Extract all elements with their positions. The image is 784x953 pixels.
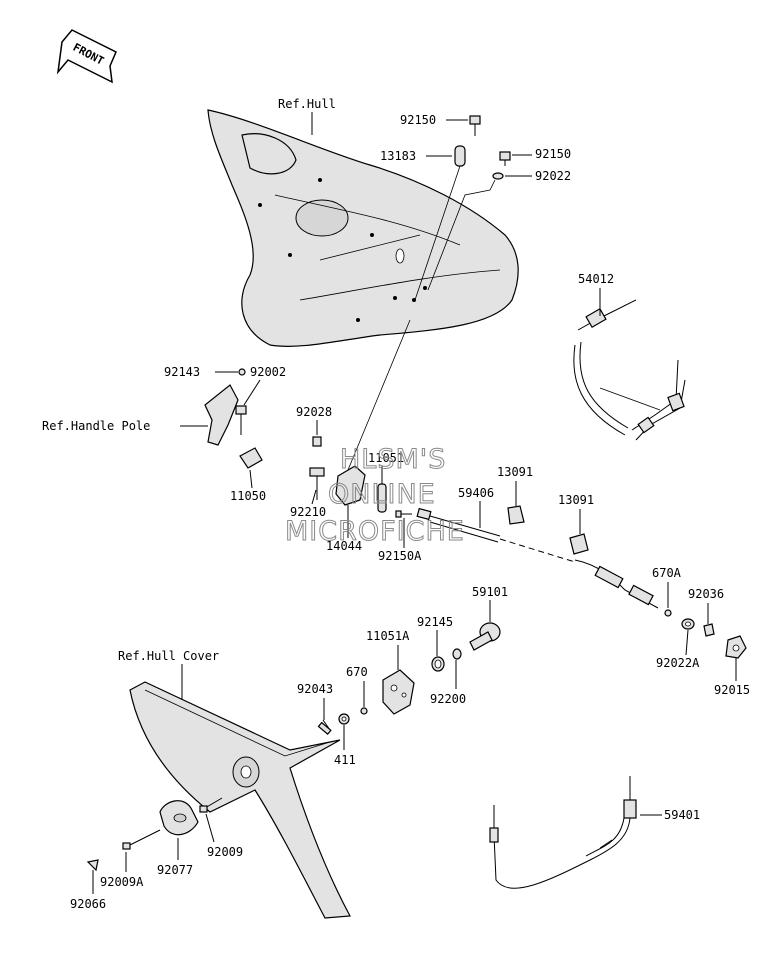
nut-92036 — [703, 623, 715, 637]
watermark-line3: MICROFICHE — [285, 516, 465, 547]
part-11051A-label: 11051A — [366, 629, 410, 643]
part-92150A-label: 92150A — [378, 549, 422, 563]
washer-670A — [664, 609, 672, 617]
bracket-13183 — [454, 145, 466, 167]
bolt-92150A — [395, 510, 412, 518]
washer-92022A — [681, 618, 695, 630]
nut-92015 — [725, 635, 747, 659]
cable-59401 — [489, 776, 637, 889]
watermark-line1: HLSM'S — [340, 444, 446, 475]
part-92210-label: 92210 — [290, 505, 326, 519]
bolt-92150-right — [499, 151, 511, 166]
part-92036-label: 92036 — [688, 587, 724, 601]
watermark: HLSM'S ONLINE MICROFICHE — [285, 444, 465, 548]
clip-13091-a — [507, 505, 525, 525]
washer-92200 — [452, 648, 462, 660]
part-92022-label: 92022 — [535, 169, 571, 183]
bracket-14044 — [335, 465, 366, 506]
part-59406-label: 59406 — [458, 486, 494, 500]
cable-54012 — [573, 299, 686, 441]
part-92002-label: 92002 — [250, 365, 286, 379]
part-92150-right-label: 92150 — [535, 147, 571, 161]
screw-92009A — [122, 829, 161, 850]
shaft-59101 — [469, 622, 501, 651]
part-670-label: 670 — [346, 665, 368, 679]
watermark-line2: ONLINE — [328, 479, 436, 510]
part-92009-label: 92009 — [207, 845, 243, 859]
part-92009A-label: 92009A — [100, 875, 144, 889]
knob-92077 — [159, 800, 199, 836]
clamp-11050 — [239, 447, 263, 469]
plug-92066 — [86, 859, 99, 872]
hull-illustration — [207, 109, 519, 347]
part-11051-label: 11051 — [368, 451, 404, 465]
part-92150-top-label: 92150 — [400, 113, 436, 127]
bolt-92002 — [235, 405, 247, 435]
part-92200-label: 92200 — [430, 692, 466, 706]
part-92022A-label: 92022A — [656, 656, 700, 670]
ref-handle-pole-label: Ref.Handle Pole — [42, 419, 150, 433]
bolt-92150-top — [469, 115, 481, 136]
ref-hull-cover-label: Ref.Hull Cover — [118, 649, 219, 663]
part-92145-label: 92145 — [417, 615, 453, 629]
part-92143-label: 92143 — [164, 365, 200, 379]
washer-411 — [338, 713, 350, 725]
nut-92028 — [312, 436, 322, 447]
part-411-label: 411 — [334, 753, 356, 767]
part-13091-a-label: 13091 — [497, 465, 533, 479]
bolt-92043 — [317, 719, 332, 736]
hull-cover-illustration — [129, 681, 351, 919]
part-13183-label: 13183 — [380, 149, 416, 163]
cable-59406 — [416, 507, 659, 609]
part-92028-label: 92028 — [296, 405, 332, 419]
clip-13091-b — [569, 533, 589, 555]
part-14044-label: 14044 — [326, 539, 362, 553]
part-13091-b-label: 13091 — [558, 493, 594, 507]
part-92066-label: 92066 — [70, 897, 106, 911]
part-92043-label: 92043 — [297, 682, 333, 696]
part-670A-label: 670A — [652, 566, 682, 580]
part-11050-label: 11050 — [230, 489, 266, 503]
bolt-92210 — [309, 467, 325, 500]
washer-92022 — [492, 172, 504, 180]
front-arrow-icon: FRONT — [56, 29, 117, 84]
screw-92009 — [199, 797, 223, 813]
bracket-handle-pole — [204, 368, 246, 446]
part-92015-label: 92015 — [714, 683, 750, 697]
ring-92145 — [431, 656, 445, 672]
plate-11051A — [382, 669, 415, 715]
part-59401-label: 59401 — [664, 808, 700, 822]
part-54012-label: 54012 — [578, 272, 614, 286]
part-59101-label: 59101 — [472, 585, 508, 599]
pin-670 — [360, 707, 368, 715]
part-92077-label: 92077 — [157, 863, 193, 877]
ref-hull-label: Ref.Hull — [278, 97, 336, 111]
